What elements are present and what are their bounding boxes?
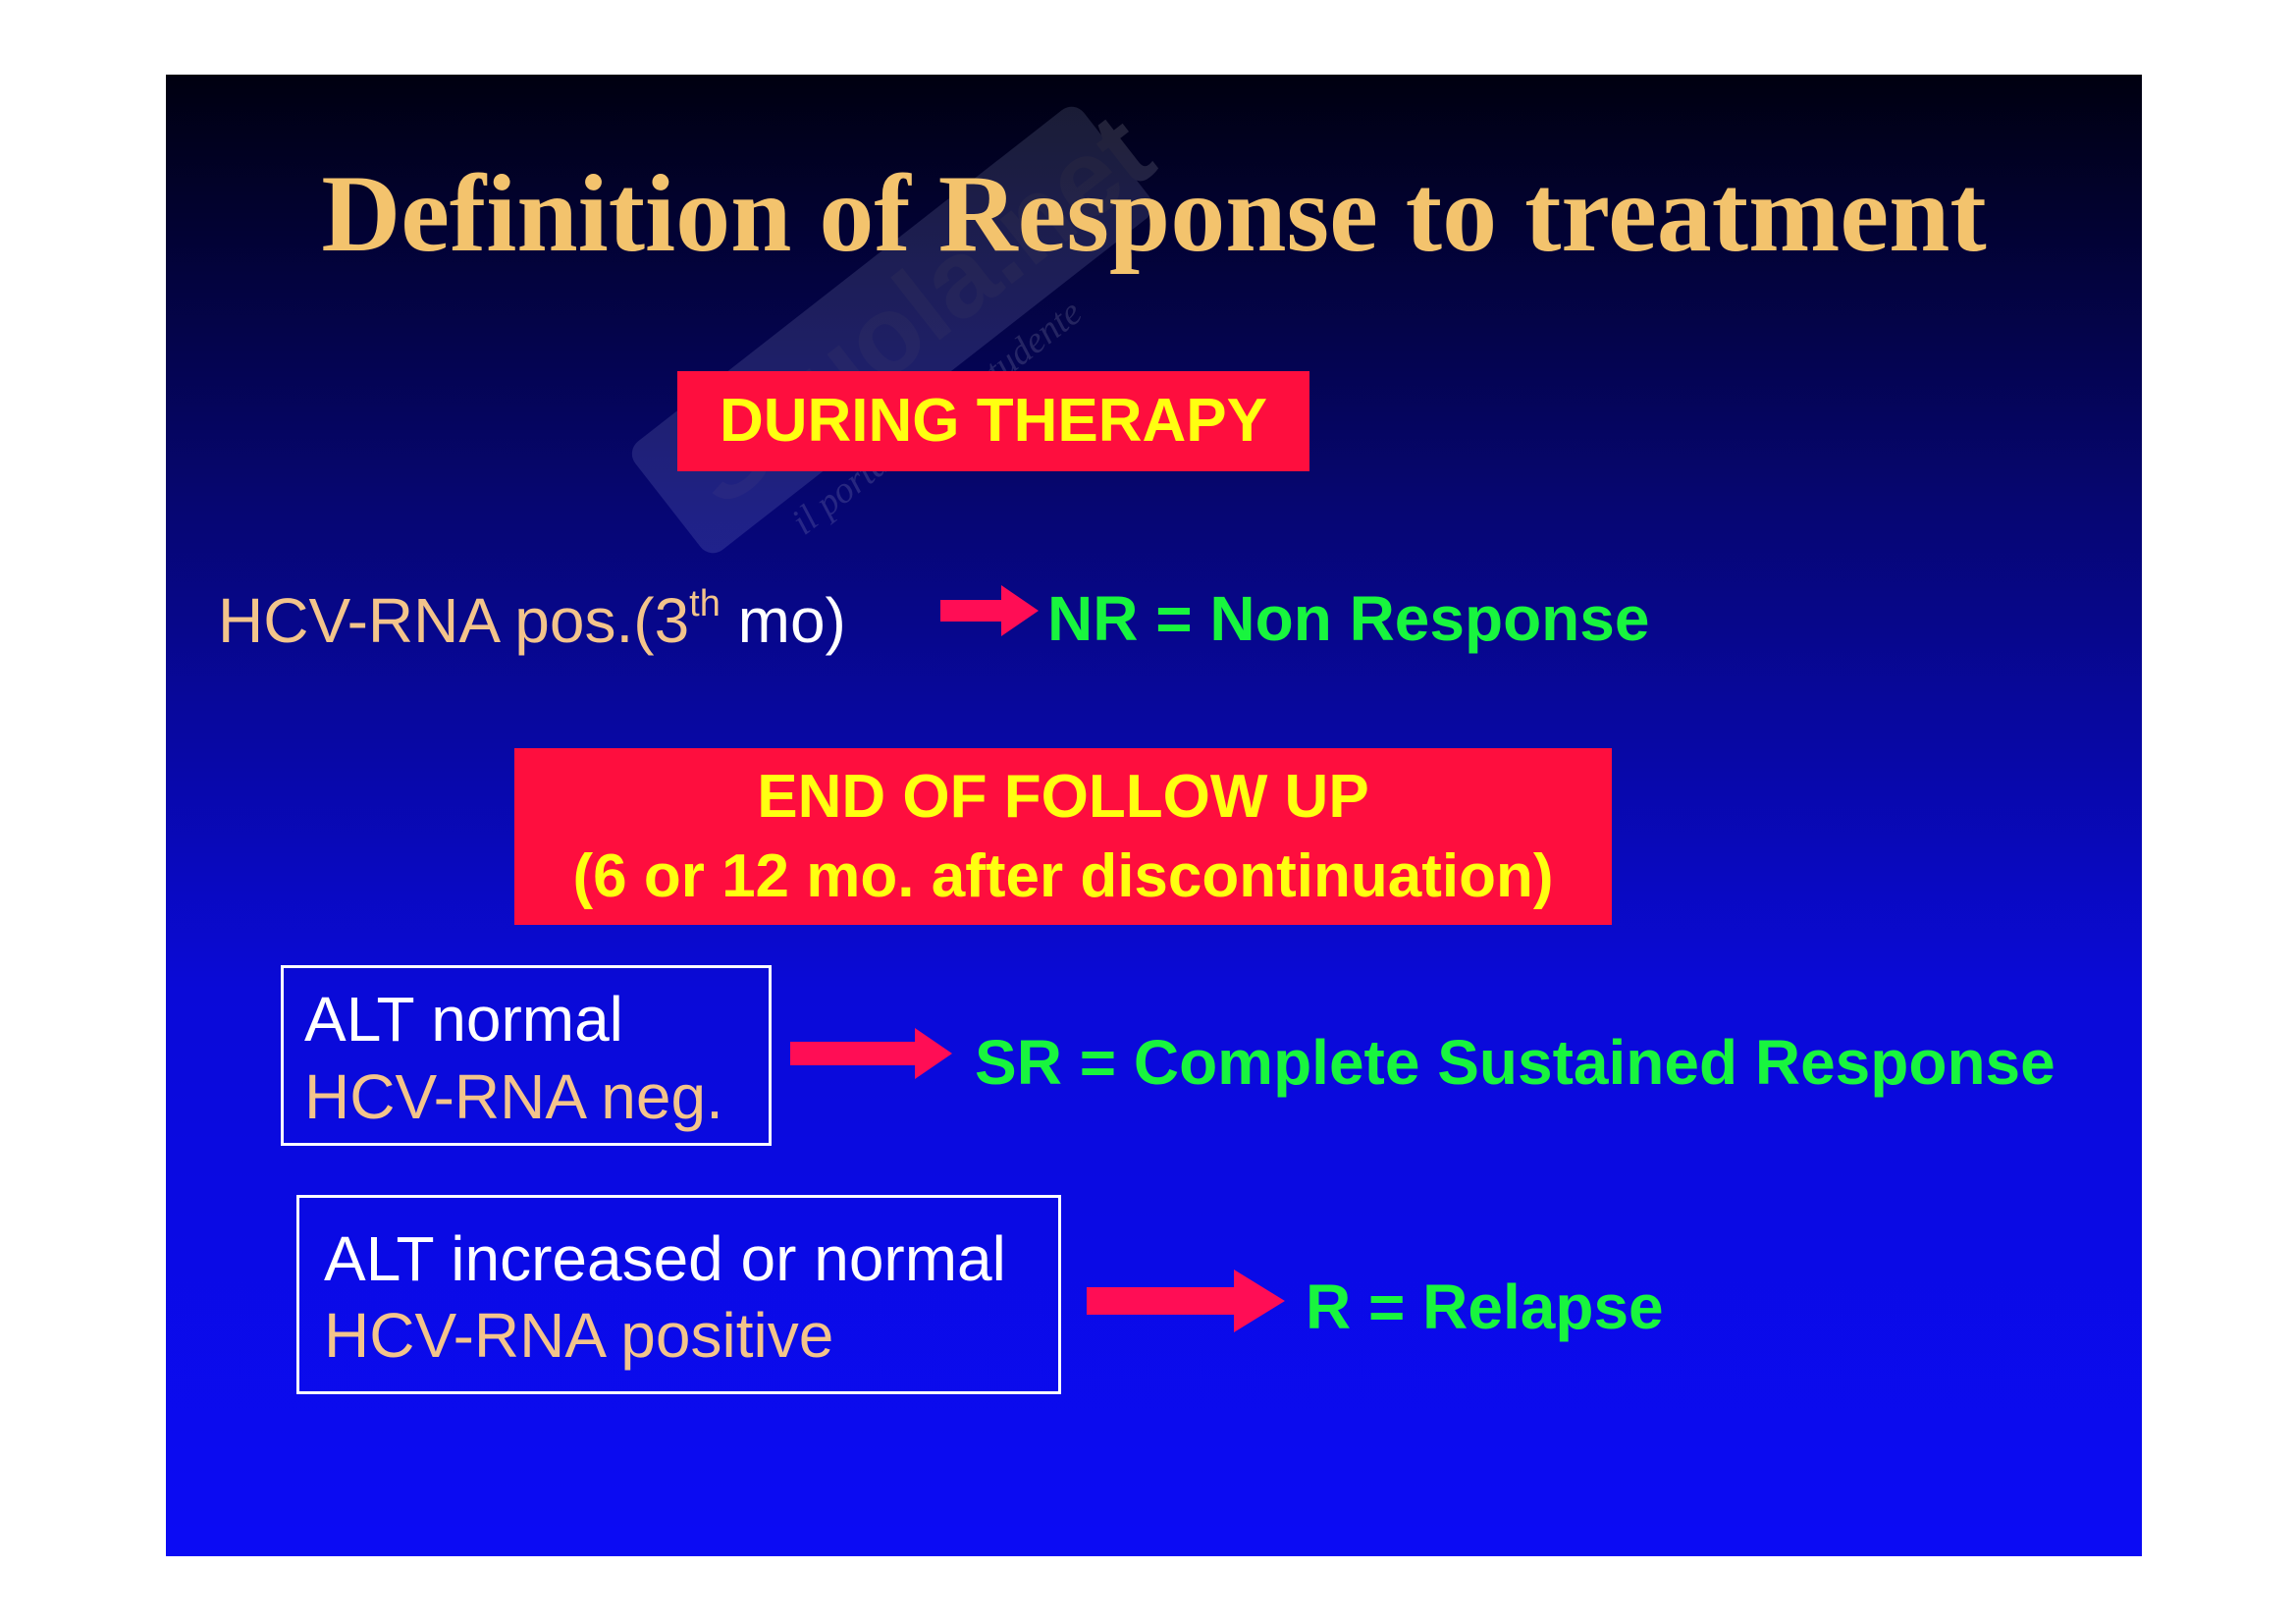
box1-line2: HCV-RNA neg. [304, 1061, 723, 1132]
slide-title: Definition of Response to treatment [321, 153, 1987, 275]
alt-increased-box: ALT increased or normal HCV-RNA positive [296, 1195, 1061, 1394]
box2-line2: HCV-RNA positive [324, 1300, 834, 1371]
end-of-follow-up-box: END OF FOLLOW UP (6 or 12 mo. after disc… [514, 748, 1612, 925]
r-relapse-result: R = Relapse [1306, 1271, 1664, 1342]
box2-line1: ALT increased or normal [324, 1223, 1006, 1294]
hcv-rna-3rd-month-label: HCV-RNA pos.(3th mo) [218, 585, 846, 652]
hcv-label-superscript: th [689, 583, 721, 624]
slide: Skuola.net il portale dello studente Def… [166, 75, 2142, 1556]
right-arrow-icon [940, 585, 1039, 636]
sr-sustained-response-result: SR = Complete Sustained Response [975, 1027, 2056, 1098]
right-arrow-icon [1087, 1270, 1285, 1332]
right-arrow-icon [790, 1028, 952, 1079]
hcv-label-end: mo) [720, 585, 846, 656]
hcv-label-main: HCV-RNA pos.(3 [218, 585, 690, 656]
end-box-line1: END OF FOLLOW UP [757, 763, 1369, 831]
during-therapy-box: DURING THERAPY [677, 371, 1309, 471]
nr-non-response-result: NR = Non Response [1047, 583, 1650, 654]
box1-line1: ALT normal [304, 984, 623, 1055]
end-box-line2: (6 or 12 mo. after discontinuation) [572, 841, 1554, 910]
alt-normal-box: ALT normal HCV-RNA neg. [281, 965, 772, 1146]
